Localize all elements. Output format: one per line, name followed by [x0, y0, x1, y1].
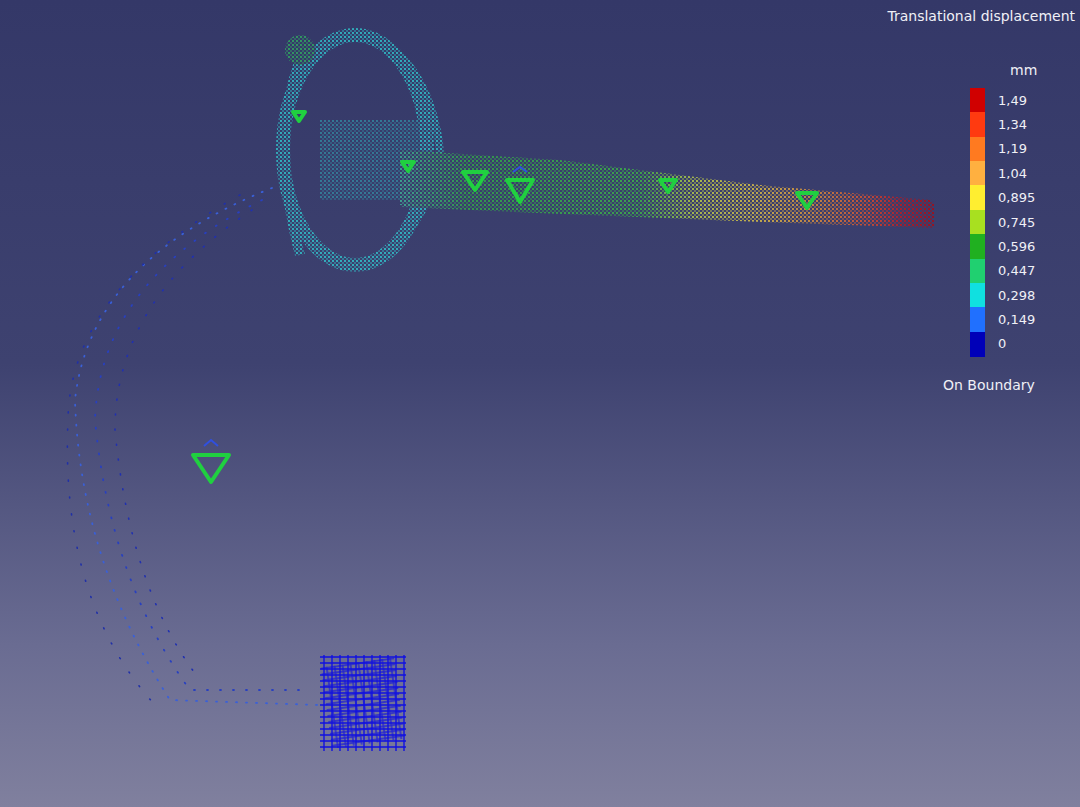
legend-value: 0,596 [998, 239, 1035, 254]
legend-swatch [970, 88, 985, 113]
legend-value: 0,745 [998, 215, 1035, 230]
legend-value: 0,447 [998, 263, 1035, 278]
legend-swatch [970, 210, 985, 235]
boundary-note: On Boundary [943, 377, 1035, 393]
legend-value: 0,149 [998, 312, 1035, 327]
legend-swatch [970, 332, 985, 357]
legend-swatch [970, 307, 985, 332]
legend-value: 1,34 [998, 117, 1027, 132]
legend-swatch [970, 259, 985, 284]
legend-value: 1,19 [998, 141, 1027, 156]
legend-value: 1,49 [998, 93, 1027, 108]
legend-swatch [970, 234, 985, 259]
legend-swatch [970, 161, 985, 186]
legend-value: 0,895 [998, 190, 1035, 205]
legend-swatch [970, 137, 985, 162]
legend-value: 0,298 [998, 288, 1035, 303]
unit-label: mm [1010, 62, 1037, 78]
legend-value: 0 [998, 336, 1006, 351]
legend-swatch [970, 283, 985, 308]
legend-title: Translational displacement [887, 8, 1075, 24]
legend-swatch [970, 185, 985, 210]
legend-value: 1,04 [998, 166, 1027, 181]
legend-swatch [970, 112, 985, 137]
